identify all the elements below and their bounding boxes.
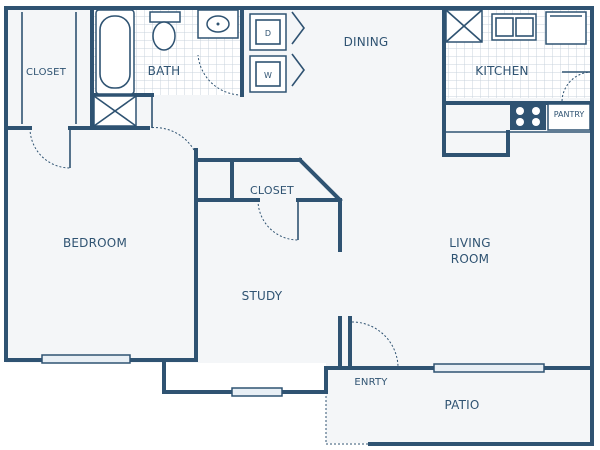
shower-box [93,95,137,127]
bath-label: BATH [148,64,181,78]
bath-sink [197,9,239,39]
patio-sliding-door [433,363,545,373]
dining-label: DINING [344,35,389,49]
dryer-label: D [265,29,271,38]
living-room-label-line1: LIVING [449,236,490,250]
washer-label: W [264,71,272,80]
study-label: STUDY [242,289,283,303]
patio-border [324,366,594,446]
pantry-label: PANTRY [554,110,585,119]
closet-study-label: CLOSET [250,184,294,197]
closet-bedroom-label: CLOSET [26,67,67,78]
patio-floor [326,363,592,443]
living-room-label-line2: ROOM [451,252,489,266]
dryer: D [249,13,287,51]
bathtub [95,9,135,95]
toilet-icon [149,11,181,51]
interior-walls [4,6,594,370]
washer: W [249,55,287,93]
door-swings [29,54,593,367]
laundry-doors [291,11,305,87]
dishwasher [545,11,587,45]
entry-label: ENRTY [354,377,388,388]
bedroom-label: BEDROOM [63,236,127,250]
study-window [231,387,283,397]
kitchen-corner-box [445,9,483,43]
kitchen-label: KITCHEN [475,64,528,78]
pantry [547,103,591,131]
kitchen-sink [491,13,537,41]
bedroom-window [41,354,131,364]
patio-label: PATIO [444,398,479,412]
stove [510,102,546,130]
